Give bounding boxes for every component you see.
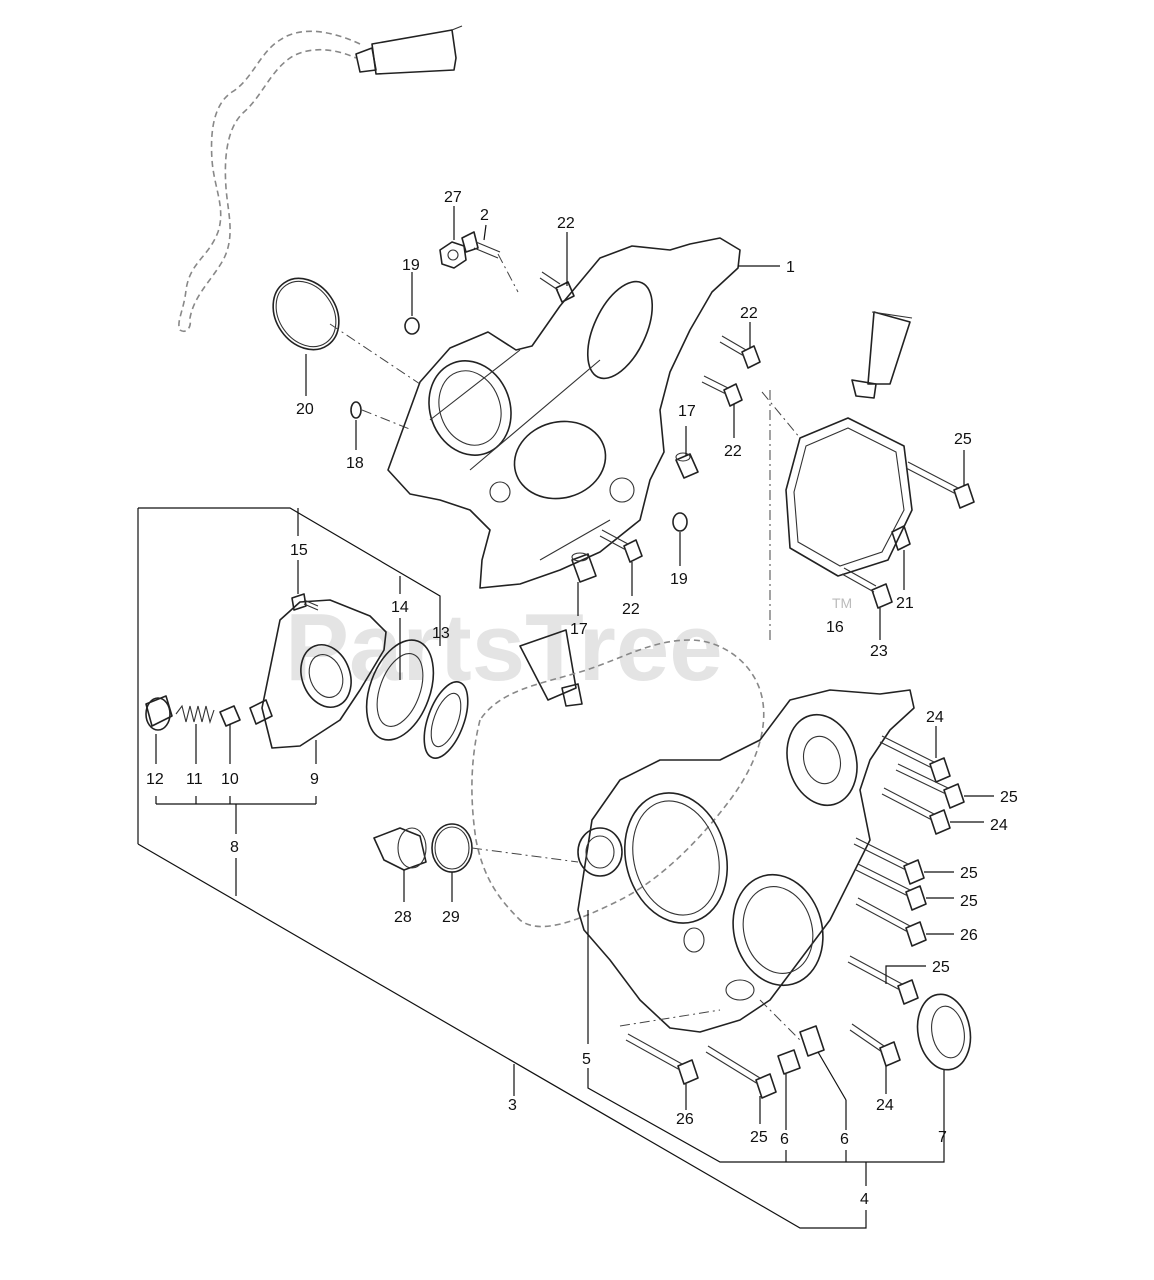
plug-6-left xyxy=(777,1049,801,1075)
oil-filler-cap-28 xyxy=(373,827,427,871)
ref-2: 2 xyxy=(480,207,489,224)
ref-26-bottom: 26 xyxy=(676,1111,694,1128)
pin-17-upper xyxy=(675,452,699,479)
bolt-26-bottom xyxy=(625,1033,699,1085)
bolt-22-top xyxy=(539,271,575,303)
reference-numbers: 1 2 3 4 5 6 6 7 8 9 10 11 12 13 14 15 16… xyxy=(146,189,1018,1208)
stud-2 xyxy=(461,231,501,259)
ref-26-right: 26 xyxy=(960,927,978,944)
bolt-25-r4 xyxy=(855,863,927,911)
ref-4: 4 xyxy=(860,1191,869,1208)
ref-25-r4: 25 xyxy=(960,893,978,910)
bolt-21 xyxy=(891,525,911,551)
ref-12: 12 xyxy=(146,771,164,788)
ref-17-lower: 17 xyxy=(570,621,588,638)
phantom-gasket-middle xyxy=(471,639,765,928)
valve-10 xyxy=(219,705,241,727)
ref-23: 23 xyxy=(870,643,888,660)
o-ring-19-top xyxy=(404,317,420,335)
ref-1: 1 xyxy=(786,259,795,276)
ref-10: 10 xyxy=(221,771,239,788)
bolt-25-plate xyxy=(905,461,975,509)
phantom-gasket-top xyxy=(178,30,361,333)
ref-25-r6: 25 xyxy=(932,959,950,976)
pump-body-9 xyxy=(249,599,387,749)
ref-22-right-upper: 22 xyxy=(740,305,758,322)
ref-7: 7 xyxy=(938,1129,947,1146)
ref-24-mid: 24 xyxy=(990,817,1008,834)
screw-15 xyxy=(291,593,319,611)
bolt-22-bottom xyxy=(599,529,643,563)
sealant-tube-right xyxy=(851,311,913,399)
ref-28: 28 xyxy=(394,909,412,926)
o-ring-29 xyxy=(431,823,473,873)
oil-seal-7 xyxy=(916,993,972,1071)
sealant-tube-middle xyxy=(519,629,583,707)
ref-18: 18 xyxy=(346,455,364,472)
ref-21: 21 xyxy=(896,595,914,612)
ref-13: 13 xyxy=(432,625,450,642)
ref-6-right: 6 xyxy=(840,1131,849,1148)
bolt-26-r5 xyxy=(855,897,927,947)
bolt-25-r3 xyxy=(853,837,925,885)
ref-24-bottom: 24 xyxy=(876,1097,894,1114)
ref-8: 8 xyxy=(230,839,239,856)
spring-11 xyxy=(175,704,215,724)
ref-24-upper: 24 xyxy=(926,709,944,726)
nut-27 xyxy=(439,241,467,269)
ref-25-bottom: 25 xyxy=(750,1129,768,1146)
ref-22-bottom: 22 xyxy=(622,601,640,618)
pin-18 xyxy=(350,401,362,419)
ref-3: 3 xyxy=(508,1097,517,1114)
ref-20: 20 xyxy=(296,401,314,418)
bolt-23 xyxy=(841,567,893,609)
ref-6-left: 6 xyxy=(780,1131,789,1148)
gear-case-5 xyxy=(577,689,915,1033)
plug-6-right xyxy=(799,1025,825,1057)
ref-9: 9 xyxy=(310,771,319,788)
o-ring-20 xyxy=(272,277,340,351)
bolt-24-upper xyxy=(879,735,951,783)
ref-16: 16 xyxy=(826,619,844,636)
inner-rotor-13 xyxy=(423,681,469,759)
cover-plate-16 xyxy=(785,417,913,577)
ref-17-upper: 17 xyxy=(678,403,696,420)
ref-22-top: 22 xyxy=(557,215,575,232)
relief-valve-plug-12 xyxy=(145,695,173,731)
ref-25-plate: 25 xyxy=(954,431,972,448)
ref-15: 15 xyxy=(290,542,308,559)
bolt-24-r2 xyxy=(881,787,951,835)
ref-27: 27 xyxy=(444,189,462,206)
gear-case-cover-1 xyxy=(387,237,741,589)
ref-25-r1: 25 xyxy=(1000,789,1018,806)
outer-rotor-14 xyxy=(365,639,435,741)
bolt-22-right-lower xyxy=(701,375,743,407)
bolt-25-r1 xyxy=(895,763,965,809)
ref-14: 14 xyxy=(391,599,409,616)
bolt-25-bottom xyxy=(705,1045,777,1099)
bolt-22-right-upper xyxy=(719,335,761,369)
ref-5: 5 xyxy=(582,1051,591,1068)
bolt-25-r6 xyxy=(847,955,919,1005)
o-ring-19-lower xyxy=(672,512,688,532)
ref-19-upper: 19 xyxy=(402,257,420,274)
ref-22-right-lower: 22 xyxy=(724,443,742,460)
pin-17-lower xyxy=(571,552,597,583)
ref-25-r3: 25 xyxy=(960,865,978,882)
watermark-trademark: TM xyxy=(832,595,852,611)
leader-lines xyxy=(137,206,994,1229)
ref-19-lower: 19 xyxy=(670,571,688,588)
ref-11: 11 xyxy=(186,771,203,788)
bolt-24-r7 xyxy=(849,1023,901,1067)
sealant-tube-top xyxy=(355,25,463,75)
ref-29: 29 xyxy=(442,909,460,926)
